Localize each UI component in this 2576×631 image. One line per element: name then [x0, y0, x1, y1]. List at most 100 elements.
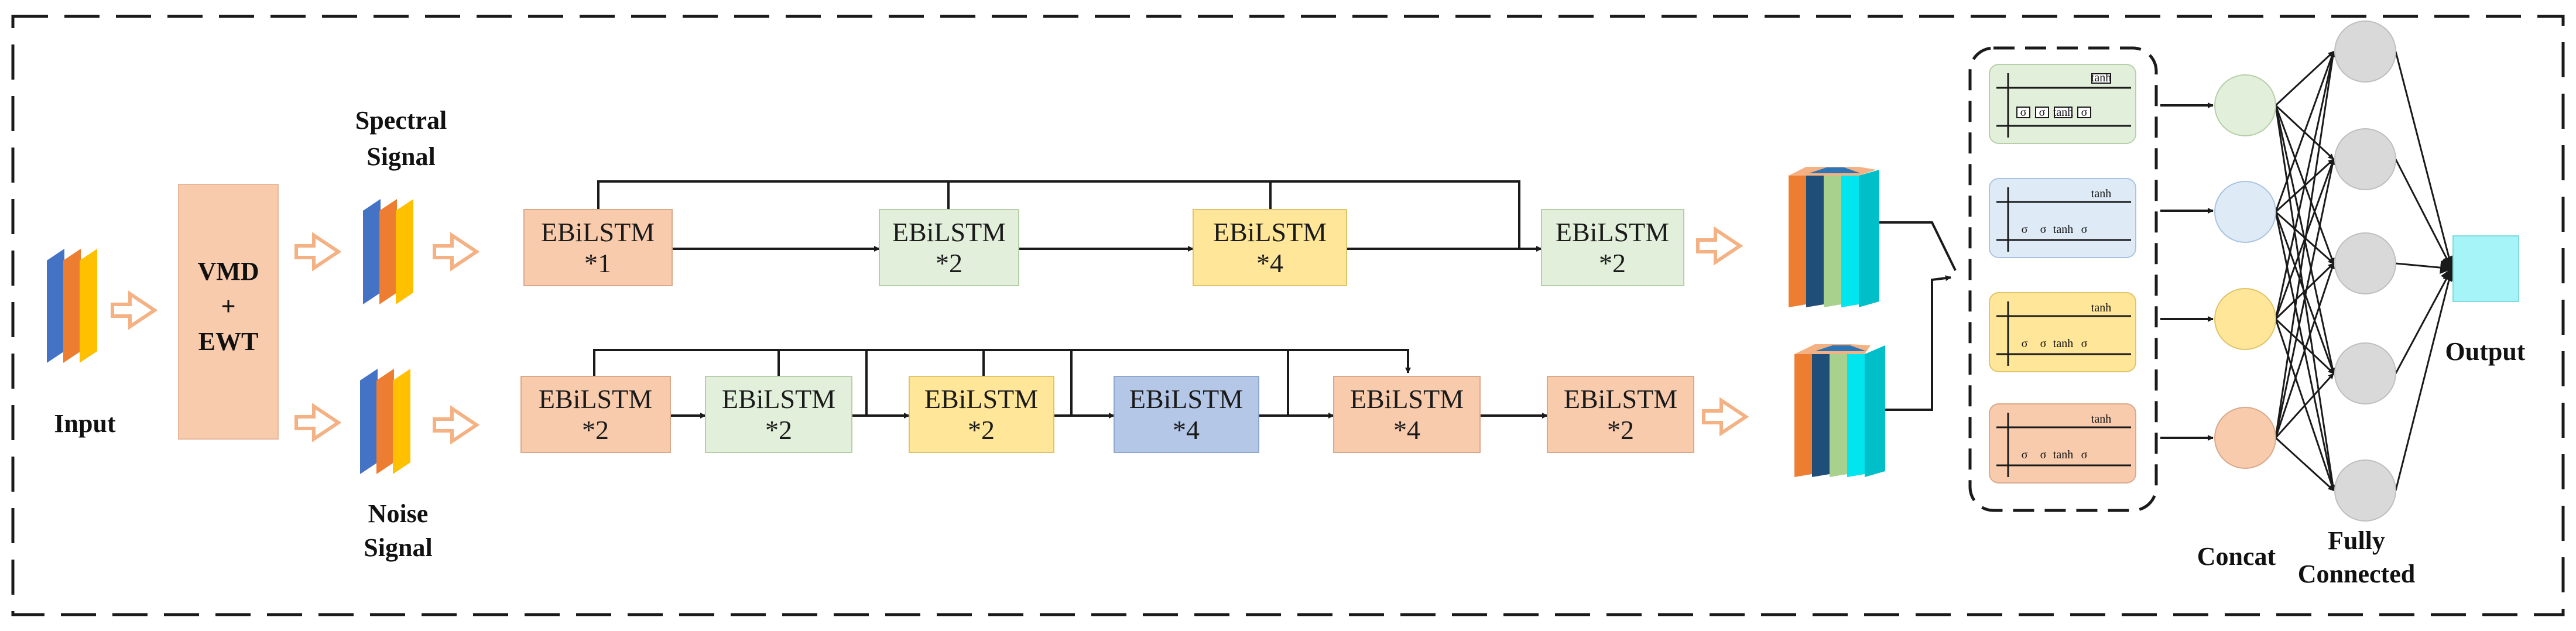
bottom-ebilstm-3-name: EBiLSTM	[924, 384, 1038, 414]
bottom-ebilstm-1-mult: *2	[582, 415, 609, 445]
ewt-label: EWT	[198, 327, 259, 356]
bottom-ebilstm-1: EBiLSTM *2	[520, 376, 671, 453]
bottom-ebilstm-5-name: EBiLSTM	[1350, 384, 1464, 414]
fc-output-edge-5	[2395, 268, 2455, 491]
input-stack	[47, 249, 97, 363]
fc-node-5	[2334, 459, 2396, 522]
fc-node-2	[2334, 128, 2396, 190]
bottom-ebilstm-2-mult: *2	[765, 415, 792, 445]
input-label: Input	[54, 409, 116, 438]
bottom-ebilstm-3: EBiLSTM *2	[909, 376, 1054, 453]
dense-edge-3-1	[2274, 51, 2335, 320]
concat-node-2	[2214, 181, 2276, 243]
concat-node-3	[2214, 288, 2276, 350]
cell-2-gate-3: tanh	[2053, 223, 2073, 236]
fully-label-2: Connected	[2298, 560, 2415, 588]
cell-3-gate-2: σ	[2040, 337, 2047, 350]
dense-edge-3-4	[2274, 318, 2335, 375]
output-box	[2452, 235, 2519, 302]
concat-node-1	[2214, 74, 2276, 136]
top-ebilstm-1: EBiLSTM *1	[523, 209, 673, 286]
bottom-ebilstm-6-mult: *2	[1607, 415, 1634, 445]
fc-output-edge-2	[2395, 159, 2453, 270]
cell-2-out: tanh	[2091, 187, 2111, 200]
bottom-ebilstm-2: EBiLSTM *2	[705, 376, 852, 453]
cell-4-gate-2: σ	[2040, 448, 2047, 461]
hollow-arrow-top-out	[1696, 226, 1743, 266]
cell-4-gate-3: tanh	[2053, 448, 2073, 461]
concat-fc-connections	[2274, 50, 2336, 492]
dense-edge-4-2	[2274, 159, 2336, 438]
top-ebilstm-2-mult: *2	[936, 248, 962, 278]
lstm-cell-3: σ σ tanh σ tanh	[1989, 292, 2136, 372]
concat-node-4	[2214, 407, 2276, 469]
top-ebilstm-1-mult: *1	[584, 248, 611, 278]
cell-1-gate-3: tanh	[2053, 106, 2073, 119]
top-ebilstm-4-name: EBiLSTM	[1556, 217, 1669, 247]
fc-output-connections	[2395, 51, 2455, 491]
cell-3-out: tanh	[2091, 301, 2111, 314]
fc-output-edge-1	[2395, 51, 2455, 270]
bottom-ebilstm-4-mult: *4	[1173, 415, 1200, 445]
top-cube-merge	[1879, 221, 1957, 271]
top-skip-bus	[597, 180, 1520, 249]
cell-2-gate-4: σ	[2081, 223, 2088, 236]
dense-edge-4-3	[2274, 263, 2335, 438]
output-label: Output	[2445, 337, 2526, 366]
cell-4-gate-4: σ	[2081, 448, 2088, 461]
top-ebilstm-3-mult: *4	[1256, 248, 1283, 278]
hollow-arrow-noise-out	[433, 405, 480, 445]
dense-edge-4-5	[2274, 437, 2335, 492]
bottom-ebilstm-3-mult: *2	[968, 415, 995, 445]
top-ebilstm-4-mult: *2	[1599, 248, 1626, 278]
dense-edge-1-1	[2274, 50, 2335, 107]
hollow-arrow-spectral-out	[433, 232, 480, 272]
bottom-ebilstm-4-name: EBiLSTM	[1129, 384, 1243, 414]
bottom-ebilstm-1-name: EBiLSTM	[539, 384, 652, 414]
fully-label-1: Fully	[2328, 526, 2385, 555]
lstm-cell-4: σ σ tanh σ tanh	[1989, 403, 2136, 483]
noise-label-2: Signal	[364, 533, 432, 562]
noise-signal-stack	[360, 369, 410, 474]
cell-1-out: tanh	[2091, 71, 2111, 84]
fc-node-3	[2334, 232, 2396, 294]
cell-1-gate-1: σ	[2020, 106, 2027, 119]
cell-3-gate-1: σ	[2022, 337, 2028, 350]
top-ebilstm-3-name: EBiLSTM	[1213, 217, 1327, 247]
fc-output-edge-4	[2395, 268, 2453, 374]
lstm-cell-2: σ σ tanh σ tanh	[1989, 178, 2136, 258]
spectral-signal-stack	[363, 199, 413, 304]
hollow-arrow-bottom-out	[1702, 397, 1749, 437]
concat-label: Concat	[2197, 542, 2276, 571]
hollow-arrow-input	[111, 290, 158, 330]
lstm-cell-1: σ σ tanh σ tanh	[1989, 64, 2136, 144]
outer-frame	[11, 15, 2565, 616]
dense-edge-2-1	[2274, 51, 2335, 212]
bottom-ebilstm-6: EBiLSTM *2	[1547, 376, 1694, 453]
fc-output-edge-3	[2395, 261, 2453, 275]
dense-edge-3-3	[2274, 262, 2335, 320]
cell-2-gate-1: σ	[2022, 223, 2028, 236]
lstm-cells-frame	[1968, 46, 2158, 512]
spectral-label-1: Spectral	[355, 106, 447, 135]
hollow-arrow-spectral-in	[294, 232, 342, 272]
noise-label-1: Noise	[368, 499, 429, 528]
top-ebilstm-2: EBiLSTM *2	[879, 209, 1019, 286]
cell-4-out: tanh	[2091, 413, 2111, 426]
top-ebilstm-2-name: EBiLSTM	[892, 217, 1006, 247]
top-ebilstm-3: EBiLSTM *4	[1193, 209, 1347, 286]
cell-2-gate-2: σ	[2040, 223, 2047, 236]
top-ebilstm-1-name: EBiLSTM	[541, 217, 655, 247]
spectral-label-2: Signal	[366, 142, 435, 171]
bottom-ebilstm-6-name: EBiLSTM	[1564, 384, 1677, 414]
top-feature-cube	[1789, 167, 1879, 307]
vmd-label: VMD	[197, 257, 259, 286]
bot-skip-bus	[593, 349, 1411, 376]
dense-edge-4-4	[2274, 372, 2335, 439]
bottom-feature-cube	[1794, 344, 1885, 477]
cell-3-gate-3: tanh	[2053, 337, 2073, 350]
cell-1-gate-4: σ	[2081, 106, 2088, 119]
fc-node-4	[2334, 342, 2396, 404]
plus-label: +	[221, 292, 235, 321]
